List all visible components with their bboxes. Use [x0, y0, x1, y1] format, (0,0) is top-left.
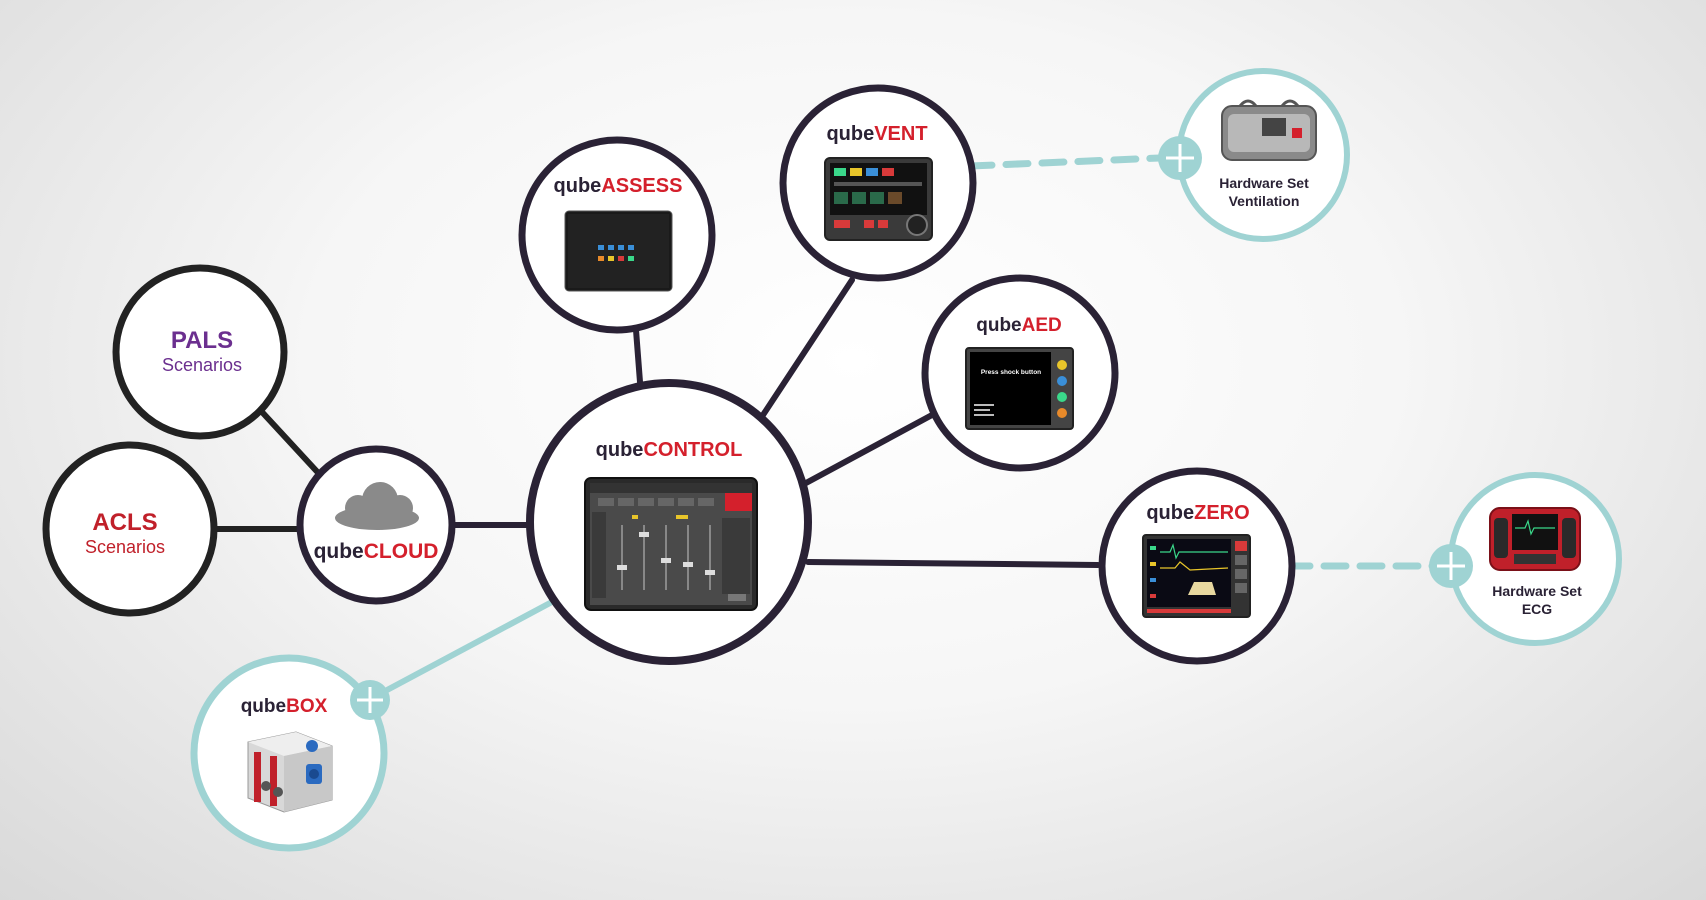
acls-title: ACLS	[92, 509, 157, 536]
node-box[interactable]: qubeBOX	[190, 654, 388, 852]
zero-label: qubeZERO	[1146, 502, 1249, 524]
ventilator-monitor-icon	[824, 157, 933, 241]
ecg-line2: ECG	[1522, 601, 1552, 617]
aed-label-prefix: qube	[976, 315, 1021, 336]
box-label-prefix: qube	[241, 696, 286, 717]
box-label-suffix: BOX	[286, 696, 328, 717]
pals-title: PALS	[171, 327, 233, 354]
link-box-control	[371, 600, 553, 700]
hardware-box-icon	[247, 731, 333, 813]
control-label-prefix: qube	[596, 439, 644, 461]
cloud-label-suffix: CLOUD	[364, 540, 439, 563]
aed-label: qubeAED	[976, 315, 1062, 336]
node-cloud[interactable]: qubeCLOUD	[296, 445, 456, 605]
aed-label-suffix: AED	[1022, 315, 1062, 336]
ecg-add-icon[interactable]	[1429, 544, 1473, 588]
assess-label: qubeASSESS	[554, 175, 683, 197]
vent-label: qubeVENT	[826, 123, 927, 145]
link-aed-control	[803, 412, 935, 486]
addon-ecg[interactable]: Hardware Set ECG	[1448, 472, 1622, 646]
link-vent-control	[760, 277, 855, 418]
link-zero-control	[805, 559, 1101, 568]
link-pals-cloud	[259, 409, 325, 480]
defibrillator-icon	[1489, 507, 1581, 571]
ecg-line1: Hardware Set	[1492, 583, 1582, 599]
zero-label-suffix: ZERO	[1194, 502, 1250, 524]
patient-monitor-icon	[1142, 534, 1251, 618]
ventilation-line2: Ventilation	[1229, 193, 1300, 209]
control-label-suffix: CONTROL	[643, 439, 742, 461]
aed-screen-text: Press shock button	[981, 369, 1041, 376]
node-zero[interactable]: qubeZERO	[1098, 467, 1296, 665]
ventilation-line1: Hardware Set	[1219, 175, 1309, 191]
ventilation-bag-icon	[1221, 99, 1317, 161]
zero-label-prefix: qube	[1146, 502, 1194, 524]
assess-label-prefix: qube	[554, 175, 602, 197]
node-vent[interactable]: qubeVENT	[779, 84, 977, 282]
box-label: qubeBOX	[241, 696, 328, 717]
cloud-label: qubeCLOUD	[314, 540, 439, 563]
ventilation-add-icon[interactable]	[1158, 136, 1202, 180]
aed-screen-icon: Press shock button	[965, 347, 1074, 430]
acls-subtitle: Scenarios	[85, 537, 165, 557]
node-acls[interactable]: ACLS Scenarios	[42, 441, 218, 617]
tablet-control-icon	[584, 477, 758, 611]
vent-label-prefix: qube	[826, 123, 874, 145]
link-assess-control	[633, 327, 643, 385]
vent-label-suffix: VENT	[874, 123, 927, 145]
cloud-icon	[335, 482, 419, 530]
control-label: qubeCONTROL	[596, 439, 743, 461]
tablet-assess-icon	[564, 210, 673, 292]
box-add-icon[interactable]	[350, 680, 390, 720]
node-aed[interactable]: qubeAED Press shock button	[921, 274, 1119, 472]
node-assess[interactable]: qubeASSESS	[518, 136, 716, 334]
pals-subtitle: Scenarios	[162, 355, 242, 375]
assess-label-suffix: ASSESS	[601, 175, 682, 197]
node-control[interactable]: qubeCONTROL	[526, 379, 812, 665]
connections	[209, 154, 1444, 700]
addon-ventilation[interactable]: Hardware Set Ventilation	[1176, 68, 1350, 242]
cloud-label-prefix: qube	[314, 540, 364, 563]
link-vent-addon	[966, 154, 1164, 170]
node-pals[interactable]: PALS Scenarios	[112, 264, 288, 440]
